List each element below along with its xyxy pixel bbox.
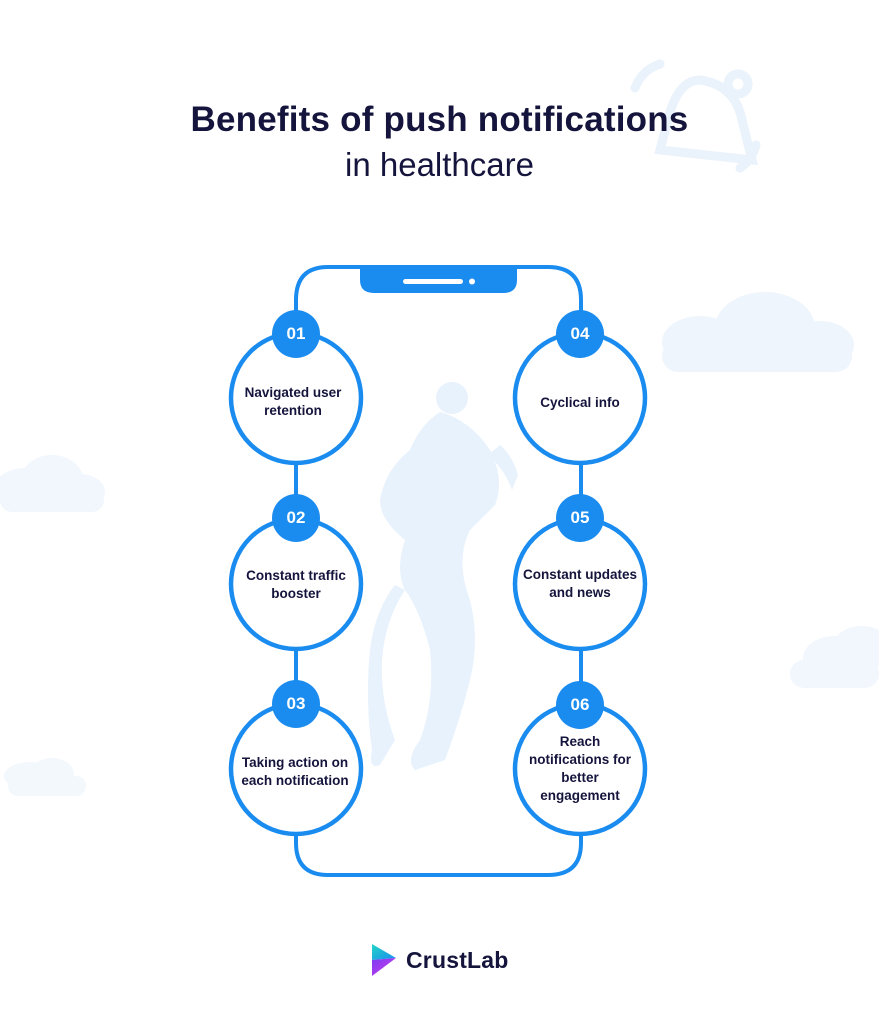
- crustlab-logo-icon: [372, 944, 396, 976]
- step-number-06: 06: [556, 681, 604, 729]
- step-label-05: Constant updates and news: [522, 567, 637, 600]
- step-number-04: 04: [556, 310, 604, 358]
- phone-camera: [469, 278, 475, 285]
- cloud-decor: [790, 626, 879, 688]
- title-line-1: Benefits of push notifications: [190, 100, 689, 139]
- logo-text: CrustLab: [406, 946, 509, 973]
- step-number-02: 02: [272, 494, 320, 542]
- title-line-2: in healthcare: [345, 146, 534, 183]
- step-label-06: Reach notifications for better engagemen…: [529, 734, 631, 803]
- step-label-01: Navigated user retention: [244, 385, 342, 418]
- step-label-03: Taking action on each notification: [241, 755, 349, 788]
- phone-frame: [294, 265, 583, 877]
- step-label-04: Cyclical info: [540, 395, 620, 410]
- cloud-decor: [0, 455, 105, 512]
- cloud-decor: [4, 758, 86, 796]
- step-number-01: 01: [272, 310, 320, 358]
- crustlab-logo: CrustLab: [370, 942, 509, 978]
- bell-icon: [630, 59, 761, 173]
- step-number-03: 03: [272, 680, 320, 728]
- step-number-05: 05: [556, 494, 604, 542]
- phone-speaker: [403, 279, 463, 284]
- cloud-decor: [662, 292, 854, 372]
- runner-silhouette-icon: [367, 382, 518, 770]
- page-title: Benefits of push notifications in health…: [0, 98, 879, 187]
- step-label-02: Constant traffic booster: [246, 568, 346, 601]
